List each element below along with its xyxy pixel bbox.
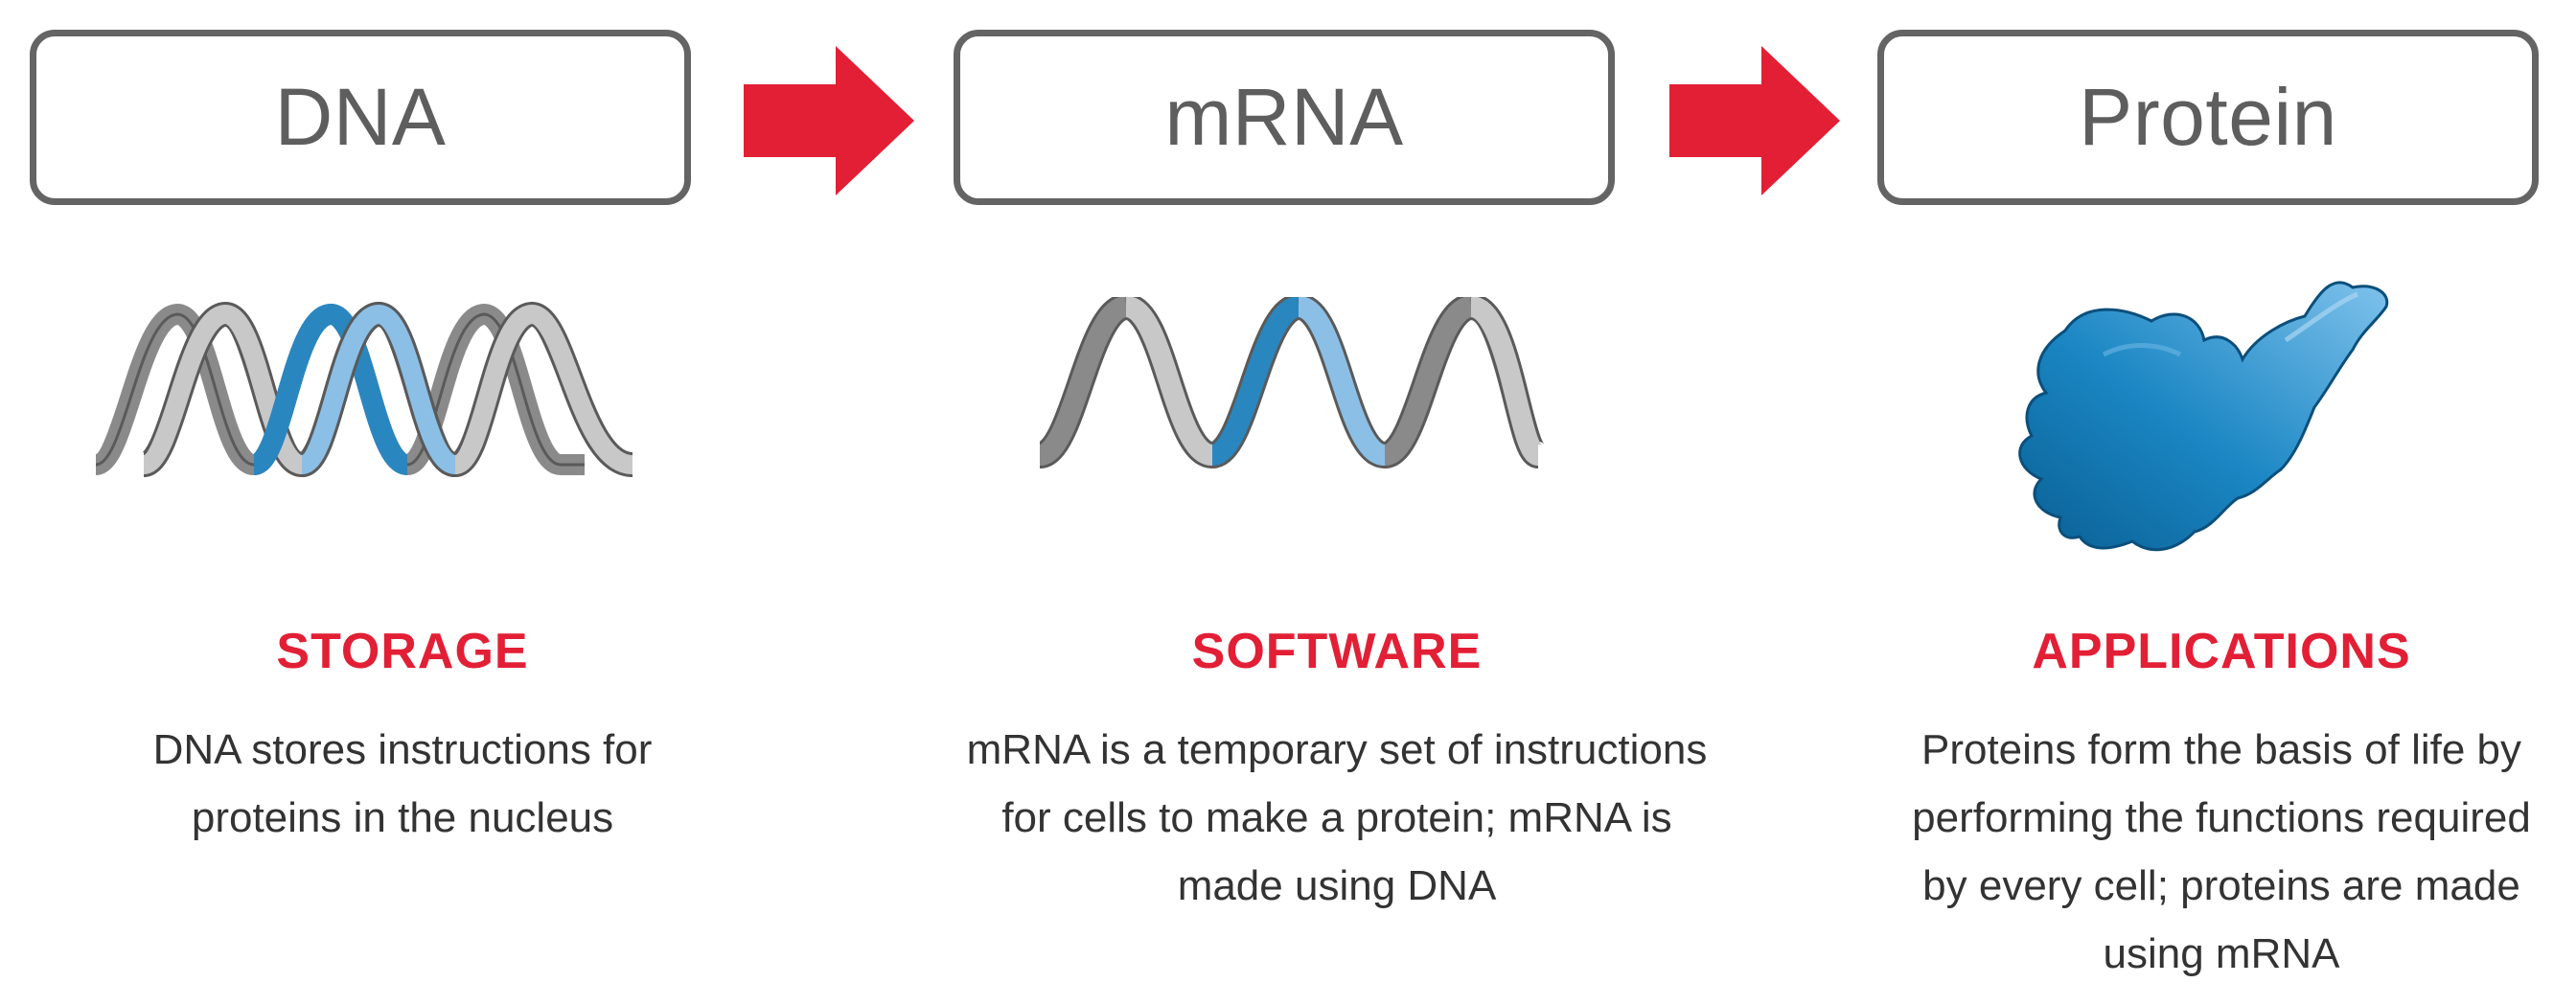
description-protein-text: Proteins form the basis of life by perfo… — [1912, 726, 2531, 977]
mrna-single-strand-icon — [1036, 297, 1546, 469]
stage-label-dna: DNA — [274, 72, 447, 162]
stage-box-mrna: mRNA — [954, 30, 1615, 205]
description-protein: Proteins form the basis of life by perfo… — [1828, 716, 2576, 988]
description-mrna: mRNA is a temporary set of instructions … — [944, 716, 1730, 920]
protein-blob-icon — [2018, 281, 2389, 552]
category-applications: APPLICATIONS — [2032, 624, 2411, 679]
stage-label-mrna: mRNA — [1164, 72, 1404, 162]
stage-label-protein: Protein — [2079, 72, 2337, 162]
stage-box-dna: DNA — [30, 30, 691, 205]
arrow-right-icon — [744, 46, 914, 195]
description-dna: DNA stores instructions for proteins in … — [10, 716, 795, 852]
category-software: SOFTWARE — [1191, 624, 1483, 679]
category-storage: STORAGE — [276, 624, 529, 679]
dna-double-helix-icon — [92, 302, 635, 477]
arrow-right-icon — [1669, 46, 1840, 195]
description-dna-text: DNA stores instructions for proteins in … — [152, 726, 653, 841]
description-mrna-text: mRNA is a temporary set of instructions … — [966, 726, 1708, 909]
stage-box-protein: Protein — [1877, 30, 2539, 205]
